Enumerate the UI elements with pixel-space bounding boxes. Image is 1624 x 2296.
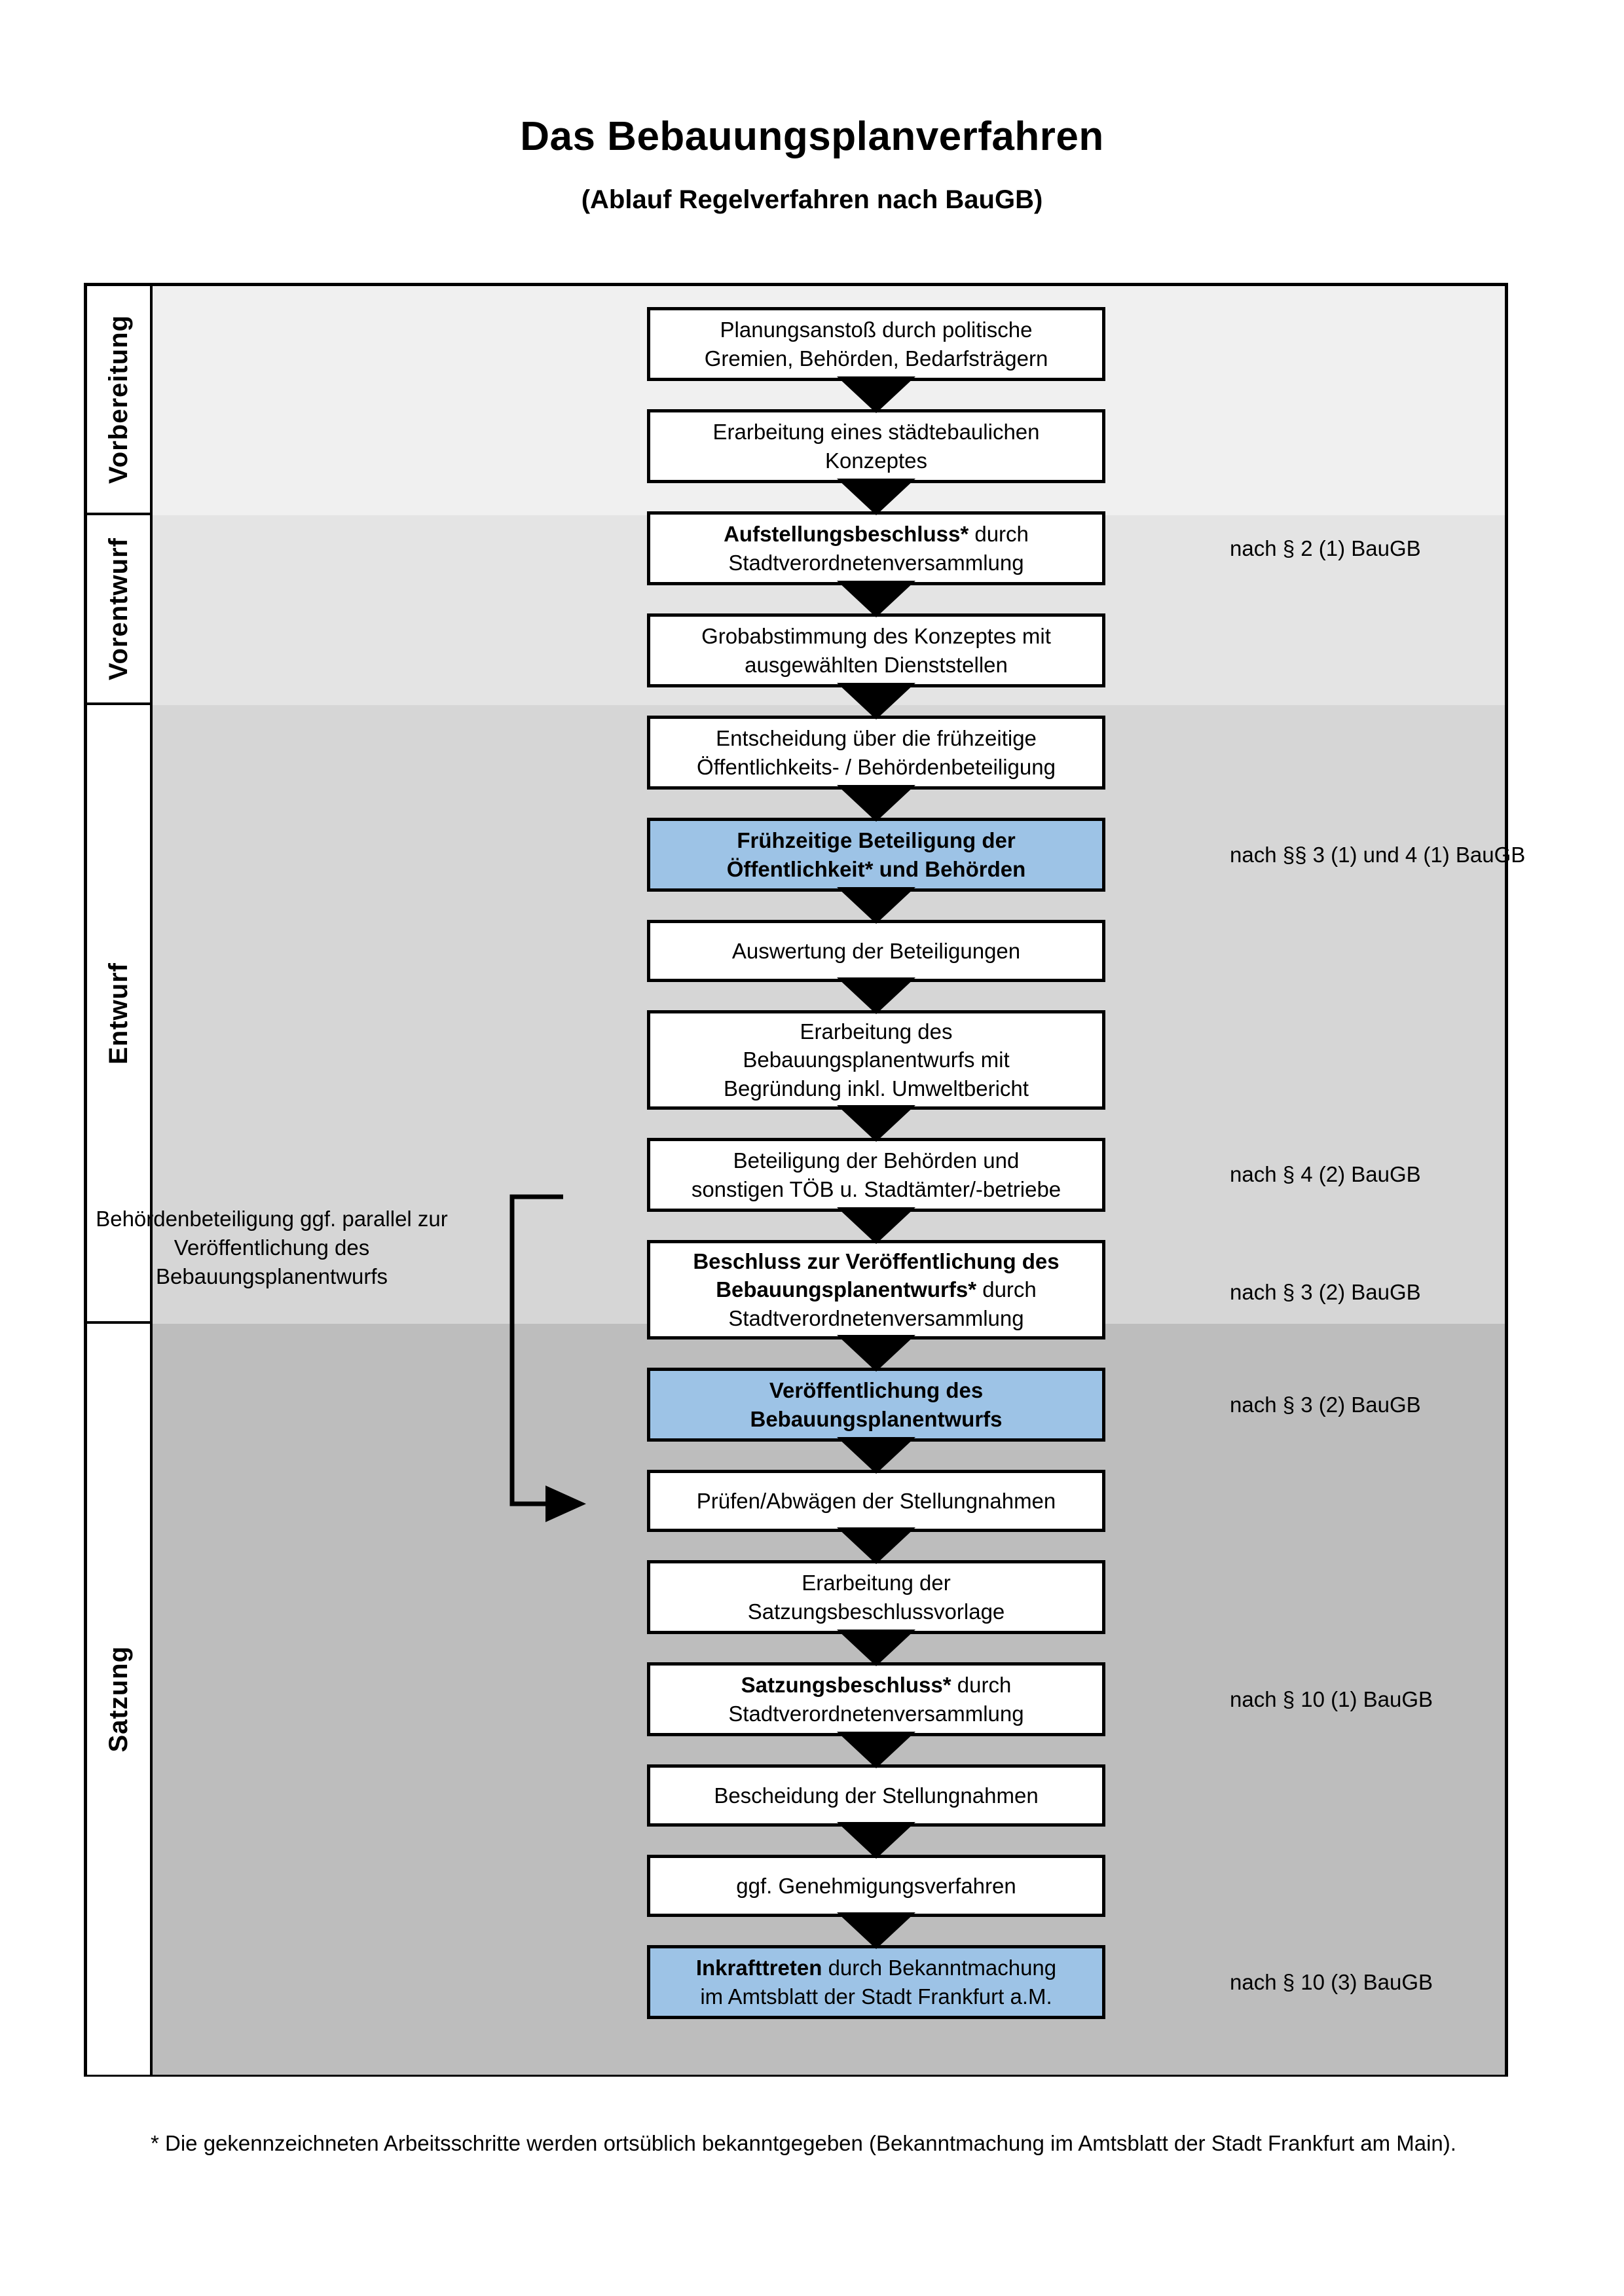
step-box-erarbeitung-bebauungsplanentwurf[interactable]: Erarbeitung des Bebauungsplanentwurfs mi… xyxy=(647,1010,1105,1110)
step-box-fruehzeitige-beteiligung[interactable]: Frühzeitige Beteiligung der Öffentlichke… xyxy=(647,818,1105,892)
step-text: ggf. Genehmigungsverfahren xyxy=(736,1873,1016,1898)
step-box-pruefen-abwaegen[interactable]: Prüfen/Abwägen der Stellungnahmen xyxy=(647,1470,1105,1532)
arrow-down-13 xyxy=(837,1630,915,1666)
arrow-down-5 xyxy=(837,785,915,822)
step-text: Auswertung der Beteiligungen xyxy=(731,938,1021,963)
step-box-satzungsbeschluss[interactable]: Satzungsbeschluss* durch Stadtverordnete… xyxy=(647,1662,1105,1736)
step-box-planungsanstoss[interactable]: Planungsanstoß durch politische Gremien,… xyxy=(647,307,1105,381)
legal-ref-par10-3: nach § 10 (3) BauGB xyxy=(1230,1970,1433,1994)
arrow-down-10 xyxy=(837,1335,915,1372)
step-box-entscheidung-fruehzeitige[interactable]: Entscheidung über die frühzeitige Öffent… xyxy=(647,716,1105,790)
arrow-down-15 xyxy=(837,1822,915,1859)
arrow-down-8 xyxy=(837,1105,915,1142)
step-box-inkrafttreten[interactable]: Inkrafttreten durch Bekanntmachung im Am… xyxy=(647,1945,1105,2019)
step-text: Bescheidung der Stellungnahmen xyxy=(714,1783,1039,1808)
legal-ref-par4-2: nach § 4 (2) BauGB xyxy=(1230,1162,1421,1186)
step-box-genehmigungsverfahren[interactable]: ggf. Genehmigungsverfahren xyxy=(647,1855,1105,1917)
step-box-grobabstimmung[interactable]: Grobabstimmung des Konzeptes mit ausgewä… xyxy=(647,613,1105,687)
step-text: Frühzeitige Beteiligung der Öffentlichke… xyxy=(726,828,1026,881)
phase-label-vorentwurf: Vorentwurf xyxy=(103,537,133,681)
arrow-down-4 xyxy=(837,683,915,720)
step-box-bescheidung-stellungnahmen[interactable]: Bescheidung der Stellungnahmen xyxy=(647,1764,1105,1827)
phase-cell-satzung: Satzung xyxy=(87,1324,153,2075)
step-box-aufstellungsbeschluss[interactable]: Aufstellungsbeschluss* durch Stadtverord… xyxy=(647,511,1105,585)
step-text: Grobabstimmung des Konzeptes mit ausgewä… xyxy=(701,623,1051,677)
phase-cell-vorentwurf: Vorentwurf xyxy=(87,515,153,705)
arrow-down-7 xyxy=(837,977,915,1014)
phase-cell-vorbereitung: Vorbereitung xyxy=(87,286,153,515)
step-box-staedtebauliches-konzept[interactable]: Erarbeitung eines städtebaulichen Konzep… xyxy=(647,409,1105,483)
legal-ref-par3-2-a: nach § 3 (2) BauGB xyxy=(1230,1280,1421,1304)
step-text: Erarbeitung der Satzungsbeschlussvorlage xyxy=(747,1570,1005,1624)
step-box-auswertung-beteiligungen[interactable]: Auswertung der Beteiligungen xyxy=(647,920,1105,982)
arrow-down-16 xyxy=(837,1912,915,1949)
phase-label-vorbereitung: Vorbereitung xyxy=(103,315,133,484)
step-box-beschluss-veroeffentlichung[interactable]: Beschluss zur Veröffentlichung des Bebau… xyxy=(647,1240,1105,1339)
phase-label-satzung: Satzung xyxy=(103,1646,133,1753)
step-box-veroeffentlichung-entwurf[interactable]: Veröffentlichung des Bebauungsplanentwur… xyxy=(647,1368,1105,1442)
page-subtitle: (Ablauf Regelverfahren nach BauGB) xyxy=(581,185,1043,215)
arrow-down-12 xyxy=(837,1527,915,1564)
title-block: Das Bebauungsplanverfahren (Ablauf Regel… xyxy=(0,114,1624,215)
step-text: Beteiligung der Behörden und sonstigen T… xyxy=(691,1148,1061,1201)
step-text: Prüfen/Abwägen der Stellungnahmen xyxy=(696,1488,1056,1513)
step-text: Beschluss zur Veröffentlichung des Bebau… xyxy=(693,1248,1060,1330)
legal-ref-par3-1-4-1: nach §§ 3 (1) und 4 (1) BauGB xyxy=(1230,843,1526,867)
step-text: Erarbeitung des Bebauungsplanentwurfs mi… xyxy=(724,1019,1029,1101)
step-text: Inkrafttreten durch Bekanntmachung im Am… xyxy=(695,1955,1057,2009)
step-text: Satzungsbeschluss* durch Stadtverordnete… xyxy=(728,1672,1024,1726)
step-text: Erarbeitung eines städtebaulichen Konzep… xyxy=(712,419,1040,473)
legal-ref-par3-2-b: nach § 3 (2) BauGB xyxy=(1230,1393,1421,1417)
step-text: Entscheidung über die frühzeitige Öffent… xyxy=(697,725,1056,779)
step-text: Veröffentlichung des Bebauungsplanentwur… xyxy=(750,1377,1003,1431)
arrow-down-2 xyxy=(837,479,915,515)
legal-ref-par10-1: nach § 10 (1) BauGB xyxy=(1230,1687,1433,1711)
phase-cell-entwurf: Entwurf xyxy=(87,705,153,1324)
arrow-down-11 xyxy=(837,1437,915,1474)
step-text: Planungsanstoß durch politische Gremien,… xyxy=(704,317,1048,371)
step-box-beteiligung-behoerden-toeb[interactable]: Beteiligung der Behörden und sonstigen T… xyxy=(647,1138,1105,1212)
footnote-text: * Die gekennzeichneten Arbeitsschritte w… xyxy=(151,2131,1456,2155)
parallel-note: Behördenbeteiligung ggf. parallel zur Ve… xyxy=(96,1207,448,1289)
phase-label-entwurf: Entwurf xyxy=(103,962,133,1065)
flowchart-frame: Vorbereitung Vorentwurf Entwurf Satzung … xyxy=(84,283,1525,2077)
arrow-down-14 xyxy=(837,1732,915,1768)
step-box-satzungsbeschlussvorlage[interactable]: Erarbeitung der Satzungsbeschlussvorlage xyxy=(647,1560,1105,1634)
arrow-down-3 xyxy=(837,581,915,617)
arrow-down-9 xyxy=(837,1207,915,1244)
legal-ref-par2: nach § 2 (1) BauGB xyxy=(1230,536,1421,560)
arrow-down-1 xyxy=(837,376,915,413)
step-text: Aufstellungsbeschluss* durch Stadtverord… xyxy=(724,521,1029,575)
page-title: Das Bebauungsplanverfahren xyxy=(520,114,1104,159)
arrow-down-6 xyxy=(837,887,915,924)
